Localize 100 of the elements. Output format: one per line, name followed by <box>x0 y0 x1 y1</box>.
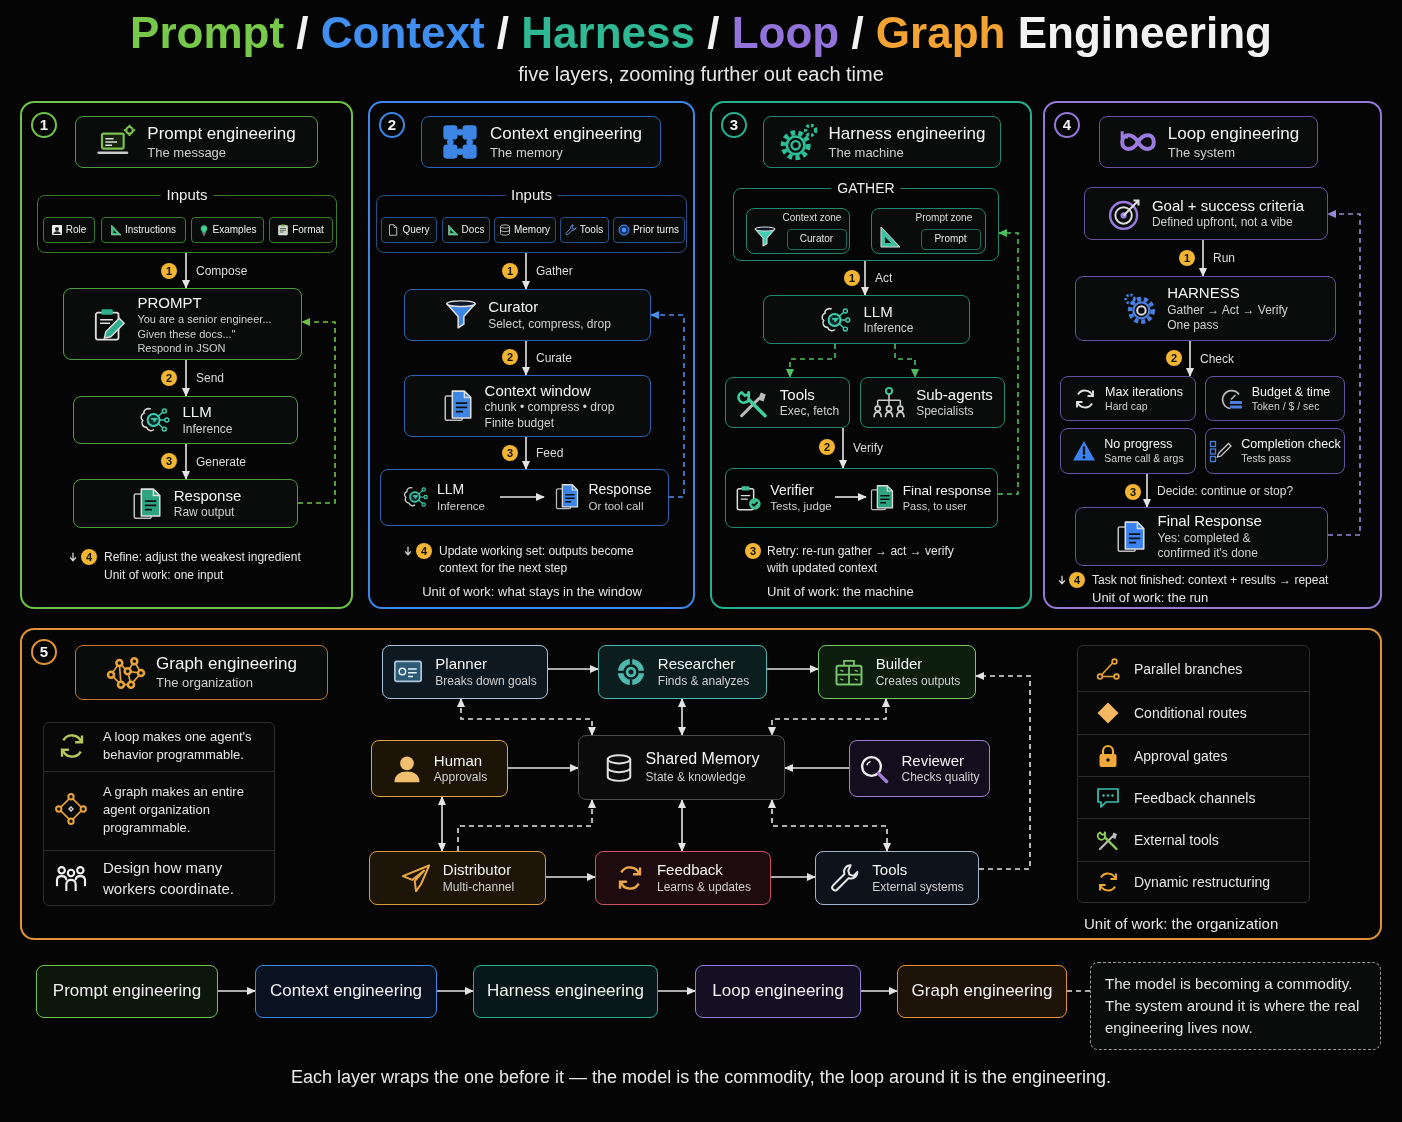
node-subtitle: Raw output <box>173 505 236 522</box>
node-title: No progress <box>1104 436 1174 453</box>
arrow <box>217 986 256 996</box>
layer-header-card <box>75 116 318 168</box>
node-subtitle: Select, compress, drop <box>488 316 611 333</box>
node-title: Response <box>173 485 242 506</box>
node-subtitle: Learns & updates <box>656 879 752 896</box>
layer-panel <box>368 101 695 609</box>
step-number: 1 <box>1179 250 1195 266</box>
zone-box <box>745 207 850 254</box>
legend-label: Parallel branches <box>1134 660 1243 677</box>
stage-label: Loop engineering <box>712 980 844 1003</box>
node-subtitle: Gather → Act → Verify <box>1167 302 1288 319</box>
arrow <box>1185 340 1195 377</box>
input-chip <box>190 216 264 243</box>
step-number: 3 <box>1125 484 1141 500</box>
node-subtitle: Respond in JSON <box>137 340 227 356</box>
agent-node <box>371 740 508 797</box>
layer-panel <box>20 101 353 609</box>
node-subtitle: The message <box>147 144 228 162</box>
agent-node <box>382 645 548 699</box>
node-subtitle: Specialists <box>916 404 975 421</box>
node-title: Shared Memory <box>645 749 760 770</box>
step-number: 4 <box>416 543 432 559</box>
arrow <box>860 986 898 996</box>
note-text: Refine: adjust the weakest ingredient <box>104 549 301 565</box>
process-box <box>63 288 302 360</box>
zone-heading: Prompt zone <box>915 210 973 225</box>
dashed-double-arrow <box>456 698 597 736</box>
node-title: Researcher <box>657 654 737 674</box>
node-subtitle: The machine <box>828 144 905 162</box>
agent-node <box>598 645 767 699</box>
node-title: LLM <box>863 301 894 322</box>
arrow <box>770 872 816 882</box>
step-number: 1 <box>161 263 177 279</box>
agent-node <box>815 851 979 905</box>
dashed-arrow <box>297 317 336 504</box>
dashed-arrow <box>1327 209 1361 536</box>
layer-header-card <box>1099 116 1318 168</box>
arrow <box>499 492 545 502</box>
step-number: 3 <box>161 453 177 469</box>
node-subtitle: Inference <box>437 498 485 514</box>
note-text: Unit of work: one input <box>104 567 224 583</box>
node-subtitle: The system <box>1167 144 1236 162</box>
process-box <box>1084 187 1328 240</box>
node-subtitle: Pass, to user <box>902 499 968 514</box>
agent-node <box>578 735 785 800</box>
step-number: 4 <box>81 549 97 565</box>
node-title: Final response <box>902 481 992 500</box>
dashed-arrow <box>457 799 597 852</box>
node-title: Sub-agents <box>916 384 993 405</box>
double-arrow <box>437 796 447 852</box>
limit-card <box>1060 376 1196 421</box>
chip-label: Format <box>292 224 324 235</box>
node-subtitle: One pass <box>1167 318 1220 334</box>
node-subtitle: Defined upfront, not a vibe <box>1151 215 1294 232</box>
layer-number: 3 <box>721 112 747 138</box>
group-box <box>725 468 998 528</box>
limit-card <box>1205 376 1345 421</box>
node-title: LLM <box>182 402 213 422</box>
inner-box <box>920 228 981 250</box>
arrow <box>181 443 191 480</box>
input-chip <box>380 216 437 243</box>
process-box <box>404 289 651 341</box>
node-subtitle: Multi-channel <box>442 879 515 896</box>
stage-box <box>473 965 658 1018</box>
dashed-arrow <box>975 671 1031 870</box>
node-subtitle: State & knowledge <box>645 770 747 786</box>
layer-header-card <box>763 116 1001 168</box>
step-number: 2 <box>1166 350 1182 366</box>
node-subtitle: Approvals <box>433 770 488 787</box>
subtitle: five layers, zooming further out each time <box>517 62 885 87</box>
info-text: A graph makes an entire agent organization programmable. <box>103 783 245 837</box>
node-subtitle: Yes: completed & confirmed it's done <box>1157 530 1259 562</box>
node-subtitle: Exec, fetch <box>779 404 840 421</box>
dashed-arrow <box>650 310 685 498</box>
node-title: Reviewer <box>901 750 965 771</box>
stage-box <box>897 965 1067 1018</box>
node-title: Budget & time <box>1251 383 1331 400</box>
step-number: 4 <box>1069 572 1085 588</box>
node-title: Feedback <box>656 860 724 880</box>
node-title: Response <box>588 480 652 499</box>
node-subtitle: Inference <box>182 421 233 438</box>
dashed-arrow <box>997 228 1019 495</box>
chip-label: Examples <box>212 224 257 235</box>
arrow <box>521 436 531 470</box>
node-subtitle: You are a senior engineer... <box>137 312 272 327</box>
input-chip <box>100 216 186 243</box>
chip-label: Docs <box>461 224 485 235</box>
step-number: 2 <box>502 349 518 365</box>
arrow <box>860 260 870 296</box>
node-subtitle: Tests, judge <box>770 499 832 515</box>
layer-number: 4 <box>1054 112 1080 138</box>
node-title: Context window <box>484 380 592 401</box>
node-title: Builder <box>875 654 924 674</box>
layer-panel <box>1043 101 1382 609</box>
node-subtitle: Same call & args <box>1104 452 1184 466</box>
node-title: HARNESS <box>1167 283 1241 303</box>
node-title: Tools <box>779 384 816 405</box>
node-subtitle: Checks quality <box>901 770 980 787</box>
